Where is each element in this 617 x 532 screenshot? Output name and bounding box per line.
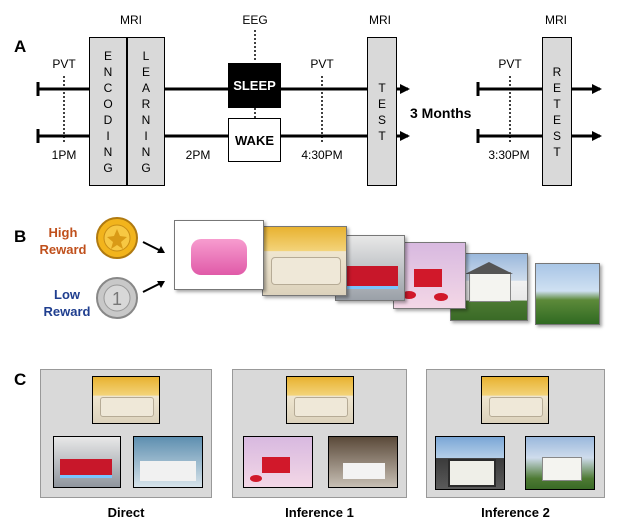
retest-text: RETEST: [552, 64, 562, 159]
time-430pm: 4:30PM: [301, 148, 343, 162]
test-text: TEST: [377, 80, 386, 143]
direct-label: Direct: [107, 505, 145, 520]
low-reward-line-1: Low: [54, 287, 80, 302]
mri-label-2: MRI: [369, 13, 391, 27]
encoding-text: ENCODING: [103, 48, 113, 175]
high-reward-label: High Reward: [38, 224, 88, 258]
wake-box: WAKE: [228, 118, 281, 162]
high-reward-line-1: High: [48, 225, 78, 240]
inference2-sofa-photo: [481, 376, 549, 424]
inference1-sofa-photo: [286, 376, 354, 424]
time-2pm: 2PM: [185, 148, 211, 162]
direct-blue-kitchen-photo: [133, 436, 203, 488]
retest-box: RETEST: [542, 37, 572, 186]
low-reward-label: Low Reward: [38, 286, 96, 320]
mri-label-1: MRI: [120, 13, 142, 27]
direct-kitchen-photo: [53, 436, 121, 488]
eeg-label: EEG: [242, 13, 268, 27]
inference1-panel: [232, 369, 407, 498]
svg-text:1: 1: [112, 289, 122, 309]
pvt-label-1: PVT: [52, 57, 76, 71]
direct-panel: [40, 369, 212, 498]
learning-text: LEARNING: [141, 48, 151, 175]
learning-box: LEARNING: [127, 37, 165, 186]
three-months-label: 3 Months: [410, 105, 472, 121]
pvt-label-3: PVT: [498, 57, 522, 71]
photo-landscape: [535, 263, 600, 325]
pvt-label-2: PVT: [310, 57, 334, 71]
panel-letter-b: B: [14, 227, 27, 246]
photo-pillow: [174, 220, 264, 290]
panel-letter-a: A: [14, 37, 27, 56]
inference1-label: Inference 1: [285, 505, 354, 520]
time-330pm: 3:30PM: [488, 148, 530, 162]
inference2-label: Inference 2: [481, 505, 550, 520]
panel-letter-c: C: [14, 370, 27, 389]
inference2-panel: [426, 369, 605, 498]
test-box: TEST: [367, 37, 397, 186]
low-reward-line-2: Reward: [43, 304, 91, 319]
direct-sofa-photo: [92, 376, 160, 424]
inference2-timber-house-photo: [435, 436, 505, 490]
sleep-box: SLEEP: [228, 63, 281, 108]
high-reward-line-2: Reward: [39, 242, 87, 257]
inference1-red-bedroom-photo: [243, 436, 313, 488]
mri-label-3: MRI: [545, 13, 567, 27]
photo-sofa: [262, 226, 347, 296]
time-1pm: 1PM: [51, 148, 77, 162]
encoding-box: ENCODING: [89, 37, 127, 186]
inference2-white-house-photo: [525, 436, 595, 490]
inference1-white-bedroom-photo: [328, 436, 398, 488]
coins-and-arrows: 1: [96, 217, 165, 319]
